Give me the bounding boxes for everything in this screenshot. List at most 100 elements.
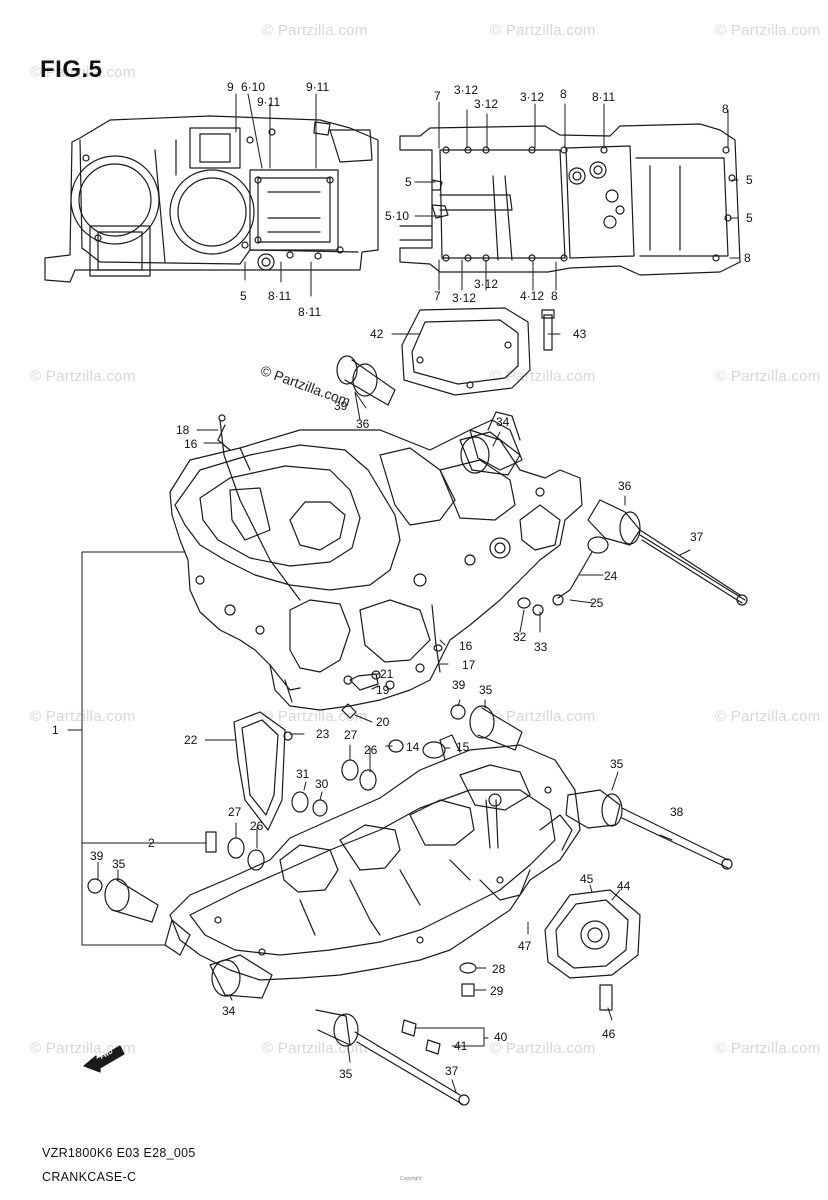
callout-label: 15 <box>456 740 470 754</box>
callout-label: 20 <box>376 715 390 729</box>
cover-22-23 <box>233 711 293 831</box>
small-copyright: Copyright <box>400 1176 422 1182</box>
plug-assembly-36-right <box>587 499 748 606</box>
drain-28-29 <box>459 962 477 997</box>
callout-label: 41 <box>454 1039 468 1053</box>
callout-label: 43 <box>573 327 587 341</box>
callout-label: 19 <box>376 683 390 697</box>
callout-label: 44 <box>617 879 631 893</box>
callout-label: 39 <box>334 399 348 413</box>
upper-crankcase-body <box>169 411 583 711</box>
watermark: © Partzilla.com <box>490 708 596 725</box>
watermark: © Partzilla.com <box>30 64 136 81</box>
callout-label: 8 <box>551 289 558 303</box>
fwd-arrow-icon <box>83 1045 125 1073</box>
callout-label: 24 <box>604 569 618 583</box>
callout-label: 39 <box>90 849 104 863</box>
watermark: © Partzilla.com <box>715 1040 821 1057</box>
plug-30-31 <box>291 791 328 817</box>
callout-label: 29 <box>490 984 504 998</box>
watermark: © Partzilla.com <box>30 708 136 725</box>
callout-label: 3·12 <box>474 97 499 111</box>
bolt-37-top <box>639 534 746 601</box>
watermark: © Partzilla.com <box>30 368 136 385</box>
plug-assembly-35-right <box>565 789 733 870</box>
callout-label: 8·11 <box>592 90 616 104</box>
watermark: © Partzilla.com <box>490 1040 596 1057</box>
callout-label: 5 <box>240 289 247 303</box>
callout-label: 21 <box>380 667 394 681</box>
callout-label: 8·11 <box>268 289 292 303</box>
section-name: CRANKCASE-C <box>42 1170 137 1184</box>
callout-label: 35 <box>112 857 126 871</box>
bolts-40-41 <box>401 1019 441 1055</box>
callout-label: 45 <box>580 872 594 886</box>
elbow-19-21 <box>349 670 381 691</box>
watermark: © Partzilla.com <box>490 368 596 385</box>
callout-label: 40 <box>494 1030 508 1044</box>
callout-label: 22 <box>184 733 198 747</box>
callout-label: 46 <box>602 1027 616 1041</box>
crank-journal-34-bottom <box>209 954 273 999</box>
callout-label: 3·12 <box>474 277 499 291</box>
callout-label: 28 <box>492 962 506 976</box>
washer-32-33 <box>517 597 544 616</box>
callout-label: 9 <box>227 80 234 94</box>
watermark: © Partzilla.com <box>715 22 821 39</box>
model-code: VZR1800K6 E03 E28_005 <box>42 1146 196 1160</box>
watermark: © Partzilla.com <box>490 22 596 39</box>
plug-assembly-35-left <box>87 878 159 923</box>
callout-label: 17 <box>462 658 476 672</box>
watermark: © Partzilla.com <box>715 708 821 725</box>
bolt-46 <box>599 984 613 1011</box>
callout-label: 5 <box>746 173 753 187</box>
callout-label: 30 <box>315 777 329 791</box>
crankcase-top-right-view <box>399 123 741 276</box>
callout-label: 6·10 <box>241 80 266 94</box>
callout-label: 9·11 <box>257 95 281 109</box>
leader-lines <box>67 93 741 1093</box>
plug-assembly-35-middle <box>450 704 523 751</box>
lower-crankcase-body <box>164 734 581 981</box>
callout-label: 37 <box>690 530 704 544</box>
callout-label: 34 <box>496 415 510 429</box>
callout-label: 36 <box>618 479 632 493</box>
watermark: © Partzilla.com <box>262 708 368 725</box>
callout-label: 5 <box>405 175 412 189</box>
watermark: © Partzilla.com <box>715 368 821 385</box>
callout-label: 35 <box>479 683 493 697</box>
callout-label: 31 <box>296 767 310 781</box>
bolt-43 <box>541 309 555 351</box>
callout-label: 26 <box>364 743 378 757</box>
callout-label: 3·12 <box>454 83 479 97</box>
callout-label: 5·10 <box>385 209 410 223</box>
callout-label: 23 <box>316 727 330 741</box>
callout-label: 3·12 <box>520 90 545 104</box>
figure-title: FIG.5 <box>40 56 103 83</box>
callout-label: 8 <box>744 251 751 265</box>
callout-label: 34 <box>222 1004 236 1018</box>
callout-label: 37 <box>445 1064 459 1078</box>
crank-journal-34-top <box>459 431 521 476</box>
callout-label: 2 <box>148 836 155 850</box>
breather-cover <box>401 307 531 396</box>
callout-label: 8 <box>722 102 729 116</box>
callout-label: 1 <box>52 723 59 737</box>
callout-label: 33 <box>534 640 548 654</box>
water-pump-assembly <box>544 889 641 979</box>
callout-label: 42 <box>370 327 384 341</box>
callout-label: 27 <box>344 728 358 742</box>
callout-label: 16 <box>459 639 473 653</box>
callout-label: 5 <box>746 211 753 225</box>
callout-label: 39 <box>452 678 466 692</box>
callout-label: 35 <box>610 757 624 771</box>
callout-label: 18 <box>176 423 190 437</box>
nipple-20 <box>341 703 357 719</box>
callout-label: 14 <box>406 740 420 754</box>
callout-label: 9·11 <box>306 80 330 94</box>
callout-label: 16 <box>184 437 198 451</box>
watermark: © Partzilla.com <box>262 22 368 39</box>
callout-label: 36 <box>356 417 370 431</box>
